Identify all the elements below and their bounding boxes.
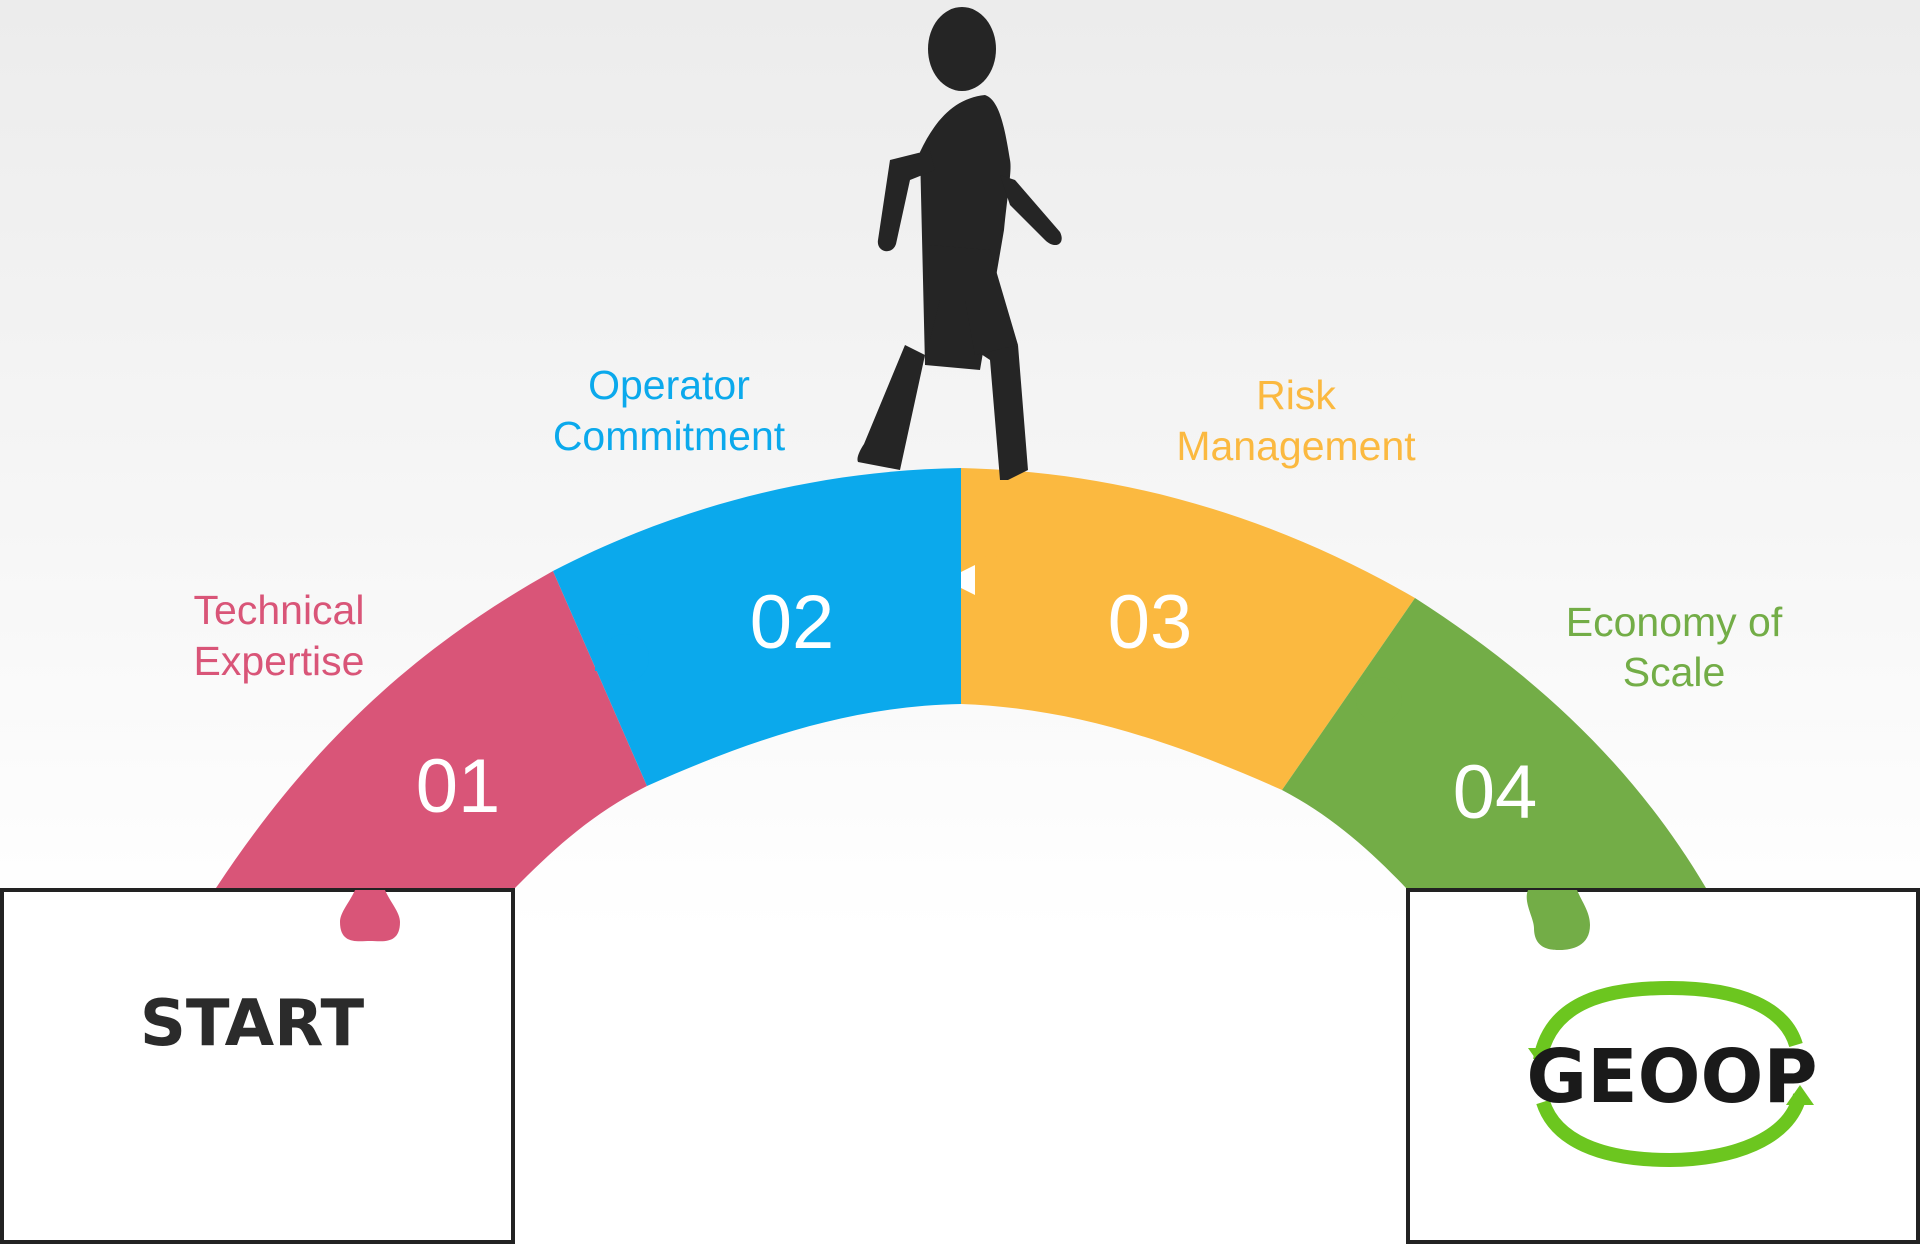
segment-01-label-line2: Expertise: [194, 638, 365, 684]
person-hip: [925, 245, 1018, 360]
knob-02-into-01-neck: [595, 645, 621, 671]
end-box-knob: [1526, 890, 1590, 950]
knob-04-into-03: [1356, 677, 1402, 723]
segment-02-piece: [553, 468, 961, 786]
logo-arrow-bottom-icon: [1536, 1093, 1807, 1168]
segment-02-label-line1: Operator: [588, 362, 750, 408]
logo-arrowhead-bottom-icon: [1786, 1085, 1814, 1105]
segment-03-number: 03: [1108, 580, 1193, 665]
segment-04-label-line2: Scale: [1623, 649, 1726, 695]
segment-02-number: 02: [750, 580, 835, 665]
end-box: [1406, 888, 1920, 1244]
person-arm-back: [877, 150, 935, 252]
start-box-knob: [340, 890, 400, 942]
person-arm-front: [1000, 175, 1062, 246]
geoop-logo: GEOOP: [1526, 980, 1818, 1168]
knob-03-into-02-mask: [961, 565, 975, 595]
logo-text: GEOOP: [1526, 1034, 1817, 1120]
start-box: [0, 888, 515, 1244]
logo-arrowhead-top-icon: [1528, 1048, 1556, 1068]
segment-03-piece: [961, 468, 1415, 790]
person-leg-front: [975, 345, 1028, 480]
segment-03-label-line1: Risk: [1256, 372, 1336, 418]
person-leg-back: [857, 345, 925, 470]
segment-01-number: 01: [416, 744, 501, 829]
knob-03-into-02: [966, 556, 1014, 604]
segment-04-number: 04: [1453, 750, 1538, 835]
segment-03-label-line2: Management: [1176, 423, 1416, 469]
segment-01-label-line1: Technical: [194, 587, 365, 633]
segment-04-label-line1: Economy of: [1566, 599, 1783, 645]
start-label: START: [140, 987, 365, 1061]
segment-04-piece: [1282, 598, 1706, 888]
person-head: [928, 7, 996, 91]
logo-arrow-top-icon: [1533, 980, 1803, 1062]
segment-02-label-line2: Commitment: [553, 413, 786, 459]
segment-01-piece: [216, 571, 647, 888]
walking-person-icon: [857, 7, 1062, 480]
